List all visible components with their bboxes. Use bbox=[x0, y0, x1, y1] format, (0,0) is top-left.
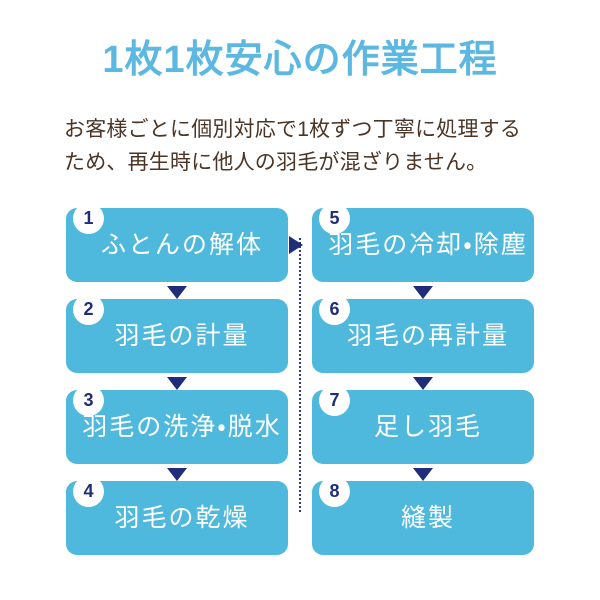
step-box-5[interactable]: 5 羽毛の冷却・除塵 bbox=[312, 203, 534, 282]
step-label-8: 縫製 bbox=[400, 504, 455, 532]
step-box-3[interactable]: 3 羽毛の洗浄・脱水 bbox=[66, 385, 288, 464]
step-label-2: 羽毛の計量 bbox=[114, 322, 250, 350]
step-number-badge-8: 8 bbox=[319, 476, 350, 507]
arrow-down-icon-5-to-6 bbox=[413, 286, 433, 299]
arrow-down-icon-3-to-4 bbox=[167, 468, 187, 481]
arrow-down-icon-2-to-3 bbox=[167, 377, 187, 390]
step-label-3: 羽毛の洗浄・脱水 bbox=[82, 413, 282, 441]
step-label-5: 羽毛の冷却・除塵 bbox=[328, 231, 528, 259]
step-label-1: ふとんの解体 bbox=[100, 231, 263, 259]
step-box-6[interactable]: 6 羽毛の再計量 bbox=[312, 294, 534, 373]
arrow-down-icon-7-to-8 bbox=[413, 468, 433, 481]
arrow-down-icon-1-to-2 bbox=[167, 286, 187, 299]
step-box-8[interactable]: 8 縫製 bbox=[312, 476, 534, 555]
step-label-7: 足し羽毛 bbox=[373, 413, 482, 441]
step-number-badge-7: 7 bbox=[319, 385, 350, 416]
arrow-down-icon-6-to-7 bbox=[413, 377, 433, 390]
step-box-1[interactable]: 1 ふとんの解体 bbox=[66, 203, 288, 282]
step-box-4[interactable]: 4 羽毛の乾燥 bbox=[66, 476, 288, 555]
step-number-badge-3: 3 bbox=[73, 385, 104, 416]
step-number-badge-1: 1 bbox=[73, 203, 104, 234]
step-number-badge-6: 6 bbox=[319, 294, 350, 325]
step-number-badge-4: 4 bbox=[73, 476, 104, 507]
step-box-7[interactable]: 7 足し羽毛 bbox=[312, 385, 534, 464]
page-title: 1枚1枚安心の作業工程 bbox=[102, 39, 498, 81]
step-label-6: 羽毛の再計量 bbox=[346, 322, 509, 350]
arrow-right-icon-4-to-5 bbox=[289, 236, 303, 254]
lead-paragraph-line-2: ため、再生時に他人の羽毛が混ざりません。 bbox=[64, 151, 488, 174]
lead-paragraph-line-1: お客様ごとに個別対応で1枚ずつ丁寧に処理する bbox=[64, 118, 522, 141]
step-box-2[interactable]: 2 羽毛の計量 bbox=[66, 294, 288, 373]
step-number-badge-5: 5 bbox=[319, 203, 350, 234]
lead-paragraph: お客様ごとに個別対応で1枚ずつ丁寧に処理する ため、再生時に他人の羽毛が混ざりま… bbox=[64, 113, 544, 179]
step-number-badge-2: 2 bbox=[73, 294, 104, 325]
step-label-4: 羽毛の乾燥 bbox=[114, 504, 250, 532]
dotted-connector-line-4-to-5 bbox=[299, 238, 303, 512]
